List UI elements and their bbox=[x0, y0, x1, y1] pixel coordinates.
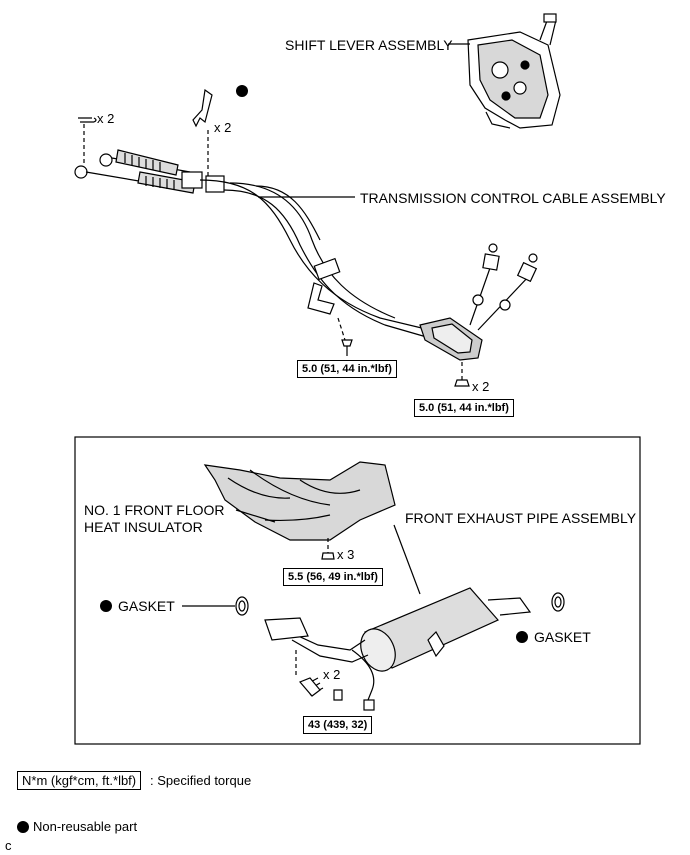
heat-insulator-label-line2: HEAT INSULATOR bbox=[84, 519, 203, 535]
nut-quantity: x 2 bbox=[472, 379, 490, 394]
control-cable-label: TRANSMISSION CONTROL CABLE ASSEMBLY bbox=[360, 190, 666, 206]
exhaust-pipe-label: FRONT EXHAUST PIPE ASSEMBLY bbox=[405, 510, 637, 526]
heat-insulator-drawing bbox=[203, 461, 396, 541]
cable-end-left-drawing bbox=[74, 149, 225, 194]
shift-lever-assembly-drawing bbox=[467, 13, 561, 129]
corner-mark: c bbox=[5, 838, 12, 853]
cable-bracket-drawing bbox=[307, 282, 335, 315]
bracket-bolt-drawing bbox=[341, 339, 353, 356]
gasket-left-label: GASKET bbox=[118, 598, 175, 614]
legend-non-reusable-label: Non-reusable part bbox=[33, 819, 138, 834]
gasket-left-drawing bbox=[235, 596, 249, 616]
cable-nut-torque: 5.0 (51, 44 in.*lbf) bbox=[414, 399, 514, 417]
cable-nut-drawing bbox=[454, 379, 470, 387]
legend-torque-desc: : Specified torque bbox=[150, 773, 252, 788]
clip-quantity: x 2 bbox=[97, 111, 115, 126]
exhaust-bolt-torque: 43 (439, 32) bbox=[303, 716, 373, 734]
gasket-left-dot-icon bbox=[100, 600, 112, 612]
cable-end-right-drawing bbox=[469, 243, 538, 331]
legend-non-reusable-dot-icon bbox=[17, 821, 29, 833]
gasket-right-dot-icon bbox=[516, 631, 528, 643]
clip-drawing bbox=[78, 117, 97, 123]
exhaust-bolt-drawing bbox=[298, 677, 324, 697]
insulator-nut-quantity: x 3 bbox=[337, 547, 355, 562]
pin-drawing bbox=[192, 88, 213, 128]
legend-torque-box: N*m (kgf*cm, ft.*lbf) bbox=[17, 771, 142, 790]
exhaust-pipe-drawing bbox=[264, 587, 532, 711]
insulator-nut-torque: 5.5 (56, 49 in.*lbf) bbox=[283, 568, 383, 586]
non-reusable-dot-icon bbox=[236, 85, 248, 97]
sensor-quantity: x 2 bbox=[323, 667, 341, 682]
pin-quantity: x 2 bbox=[214, 120, 232, 135]
bracket-bolt-torque: 5.0 (51, 44 in.*lbf) bbox=[297, 360, 397, 378]
gasket-right-label: GASKET bbox=[534, 629, 591, 645]
oxygen-sensor-drawing bbox=[333, 689, 343, 701]
heat-insulator-label-line1: NO. 1 FRONT FLOOR bbox=[84, 502, 225, 518]
gasket-right-drawing bbox=[551, 592, 565, 612]
cable-plate-drawing bbox=[419, 317, 483, 361]
insulator-nut-drawing bbox=[321, 552, 335, 560]
shift-lever-label: SHIFT LEVER ASSEMBLY bbox=[285, 37, 453, 53]
